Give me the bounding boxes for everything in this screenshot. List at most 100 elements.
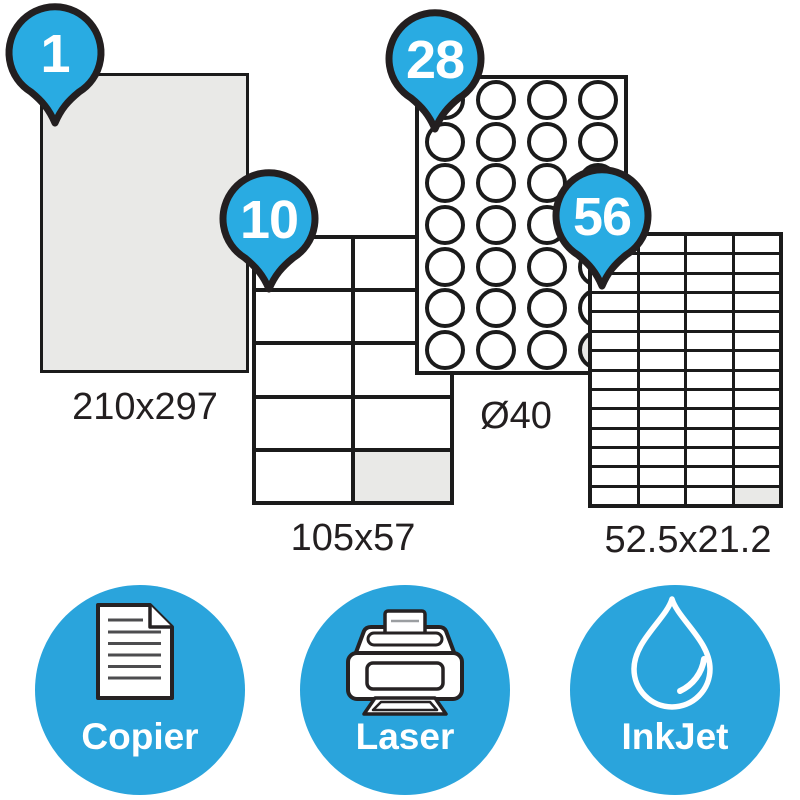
label-cell <box>639 313 684 330</box>
label-cell <box>639 332 684 350</box>
round-label <box>578 79 619 120</box>
label-cell <box>639 448 684 466</box>
label-cell <box>592 294 637 311</box>
dimension-label-28: Ø40 <box>480 395 552 437</box>
label-cell <box>734 487 779 504</box>
document-icon <box>96 603 174 700</box>
round-label-cell <box>470 121 521 163</box>
label-cell <box>687 294 732 311</box>
round-label <box>527 246 568 287</box>
compatibility-laser <box>300 585 510 795</box>
label-cell <box>734 448 779 466</box>
label-cell <box>355 398 450 448</box>
sheet-a4-full <box>40 73 249 373</box>
round-label-cell <box>419 162 470 204</box>
label-cell <box>592 410 637 427</box>
ink-droplet-icon <box>631 596 713 710</box>
label-cell <box>592 468 637 485</box>
count-badge-10-number: 10 <box>240 190 298 250</box>
label-cell <box>639 255 684 272</box>
round-label-cell <box>419 246 470 288</box>
label-cell <box>639 410 684 427</box>
round-label-cell <box>522 329 573 371</box>
label-cell <box>687 352 732 369</box>
label-cell <box>687 371 732 388</box>
label-grid-28 <box>419 79 624 371</box>
label-cell <box>734 255 779 272</box>
label-cell <box>734 332 779 350</box>
laser-printer-icon <box>346 609 464 716</box>
label-cell <box>639 429 684 446</box>
label-cell <box>734 371 779 388</box>
round-label-cell <box>573 79 624 121</box>
round-label <box>424 246 465 287</box>
label-cell <box>592 371 637 388</box>
label-cell <box>734 390 779 408</box>
round-label <box>527 330 568 371</box>
label-cell <box>687 332 732 350</box>
round-label-cell <box>522 246 573 288</box>
label-cell <box>256 345 351 395</box>
label-cell <box>592 332 637 350</box>
label-cell <box>256 451 351 501</box>
compatibility-label-inkjet: InkJet <box>621 716 729 757</box>
round-label-cell <box>419 288 470 330</box>
label-cell <box>639 236 684 253</box>
compatibility-copier <box>35 585 245 795</box>
compatibility-label-laser: Laser <box>355 716 455 757</box>
round-label-cell <box>470 79 521 121</box>
round-label <box>424 330 465 371</box>
round-label <box>527 79 568 120</box>
count-badge-1: 1 <box>5 3 105 127</box>
round-label-cell <box>573 121 624 163</box>
label-cell <box>687 313 732 330</box>
label-cell <box>734 429 779 446</box>
count-badge-56-number: 56 <box>573 187 631 247</box>
label-cell <box>639 294 684 311</box>
round-label-cell <box>522 79 573 121</box>
label-cell <box>592 448 637 466</box>
round-label <box>475 204 516 245</box>
label-cell <box>639 274 684 292</box>
label-cell <box>355 451 450 501</box>
round-label <box>475 288 516 329</box>
label-cell <box>639 371 684 388</box>
label-cell <box>687 468 732 485</box>
round-label-cell <box>470 288 521 330</box>
round-label <box>475 79 516 120</box>
label-cell <box>687 390 732 408</box>
round-label <box>578 121 619 162</box>
label-cell <box>687 448 732 466</box>
round-label <box>475 163 516 204</box>
label-cell <box>734 352 779 369</box>
count-badge-56: 56 <box>552 166 652 290</box>
label-cell <box>639 390 684 408</box>
round-label-cell <box>419 329 470 371</box>
label-cell <box>256 292 351 342</box>
label-cell <box>734 294 779 311</box>
label-cell <box>592 429 637 446</box>
count-badge-1-number: 1 <box>40 24 69 84</box>
label-cell <box>687 410 732 427</box>
label-cell <box>592 487 637 504</box>
label-cell <box>687 274 732 292</box>
label-cell <box>734 468 779 485</box>
label-cell <box>687 487 732 504</box>
count-badge-28-number: 28 <box>406 30 464 90</box>
label-cell <box>639 468 684 485</box>
round-label <box>424 204 465 245</box>
label-cell <box>687 236 732 253</box>
round-label <box>475 121 516 162</box>
label-cell <box>256 398 351 448</box>
label-cell <box>734 313 779 330</box>
round-label <box>527 288 568 329</box>
round-label-cell <box>522 288 573 330</box>
label-cell <box>592 352 637 369</box>
label-cell <box>687 255 732 272</box>
round-label-cell <box>470 246 521 288</box>
label-cell <box>687 429 732 446</box>
round-label-cell <box>522 121 573 163</box>
label-cell <box>639 487 684 504</box>
round-label <box>424 288 465 329</box>
